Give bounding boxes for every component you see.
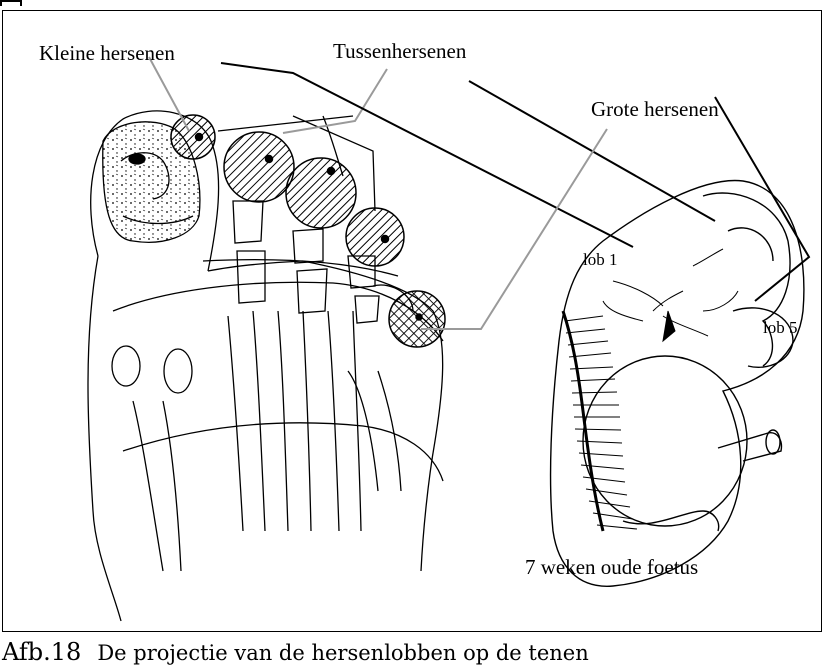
fetus-heart — [583, 356, 747, 526]
label-grote-hersenen: Grote hersenen — [591, 99, 719, 120]
caption-text: De projectie van de hersenlobben op de t… — [97, 641, 588, 665]
leader-kleine — [149, 57, 189, 131]
lob5-bulge — [733, 308, 793, 367]
fetus-drawing — [551, 181, 804, 587]
leader-grote-toe — [421, 129, 607, 329]
fetus-ribs-lines — [565, 316, 637, 529]
label-lob1: lob 1 — [583, 251, 617, 268]
leader-grote-fetus — [715, 97, 809, 301]
label-kleine-hersenen: Kleine hersenen — [39, 43, 175, 64]
figure-frame: Kleine hersenen Tussenhersenen Grote her… — [2, 10, 822, 632]
label-lob5: lob 5 — [763, 319, 797, 336]
label-tussenhersenen: Tussenhersenen — [333, 41, 466, 62]
fetus-nerves — [603, 249, 738, 341]
zone-tussen-3 — [346, 208, 404, 266]
caption-number: Afb.18 — [2, 638, 81, 666]
zone-tussen-1 — [224, 132, 294, 202]
foot-outline — [88, 256, 121, 621]
label-foetus: 7 weken oude foetus — [525, 557, 698, 578]
figure-caption: Afb.18 De projectie van de hersenlobben o… — [2, 640, 589, 664]
leader-tussen — [283, 69, 387, 133]
zone-tussen-2 — [286, 158, 356, 228]
top-edge-fragment — [0, 0, 22, 6]
zone-kleine-hersenen — [171, 115, 215, 159]
